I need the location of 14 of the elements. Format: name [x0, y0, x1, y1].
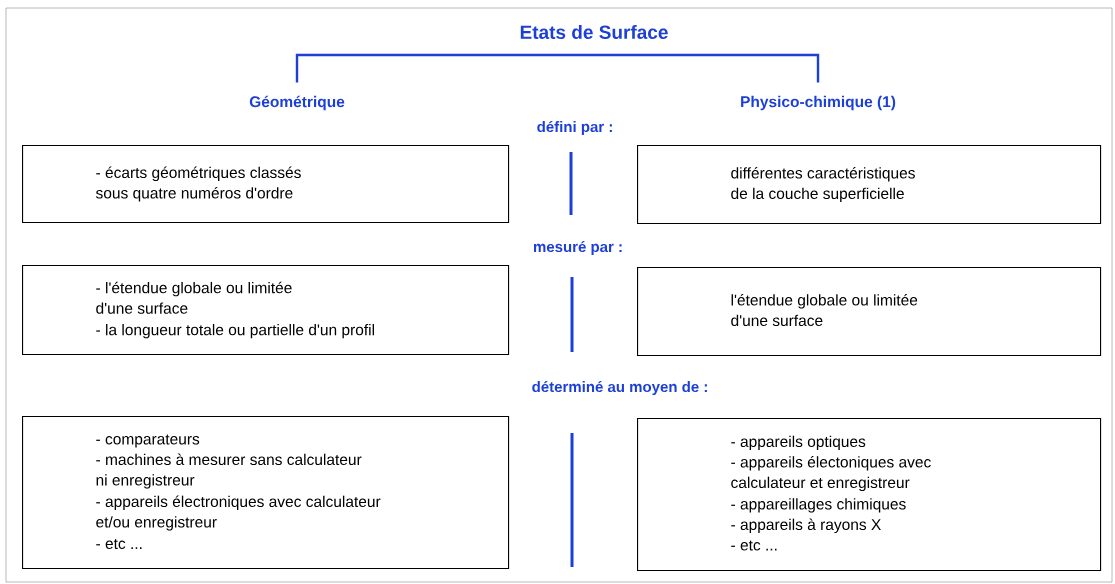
title: Etats de Surface — [520, 25, 668, 39]
text-box: différentes caractéristiques de la couche superficielle — [637, 145, 1102, 225]
section-label: défini par : — [537, 120, 612, 136]
bracket-line — [594, 53, 820, 83]
text-box: - comparateurs - machines à mesurer sans calculateur ni enregistreur - appareils électroniques avec calculateur et/ou enregistreur - etc ... — [22, 416, 510, 570]
bracket-line — [295, 53, 594, 83]
text-box: - appareils optiques - appareils électoniques avec calculateur et enregistreur - appareillages chimiques - appareils à rayons X - etc ... — [637, 418, 1102, 572]
heading: Géométrique — [249, 95, 345, 111]
text-box: - l'étendue globale ou limitée d'une surface - la longueur totale ou partielle d'un profil — [22, 265, 510, 356]
text-box: - écarts géométriques classés sous quatre numéros d'ordre — [22, 145, 510, 224]
heading: Physico-chimique (1) — [741, 95, 896, 111]
section-label: mesuré par : — [534, 240, 622, 256]
text-box: l'étendue globale ou limitée d'une surface — [637, 267, 1102, 357]
section-label: déterminé au moyen de : — [532, 380, 707, 396]
